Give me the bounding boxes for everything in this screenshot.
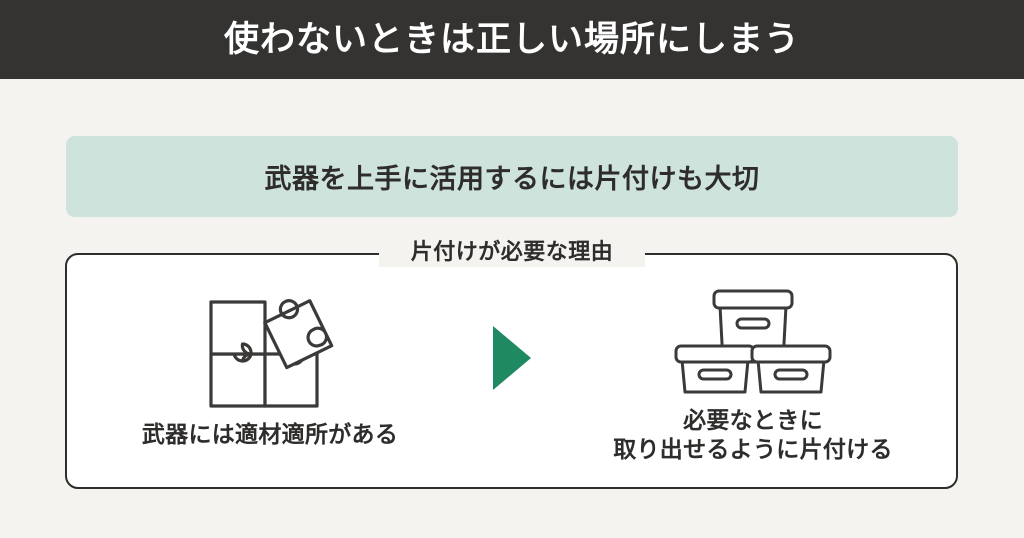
reason-panel-body: 武器には適材適所がある <box>65 253 958 489</box>
subtitle-banner: 武器を上手に活用するには片付けも大切 <box>66 136 958 217</box>
reason-right-caption-line2: 取り出せるように片付ける <box>613 436 893 462</box>
slide-header: 使わないときは正しい場所にしまう <box>0 0 1024 79</box>
subtitle-banner-text: 武器を上手に活用するには片付けも大切 <box>264 164 760 194</box>
puzzle-pieces-icon <box>195 292 345 410</box>
reason-right-caption-line1: 必要なときに <box>683 406 823 433</box>
arrow-right-triangle-icon <box>462 324 562 392</box>
reason-left-caption: 武器には適材適所がある <box>141 421 399 448</box>
reason-right-caption: 必要なときに 取り出せるように片付ける <box>613 406 893 465</box>
storage-boxes-icon <box>673 278 833 396</box>
reason-right-column: 必要なときに 取り出せるように片付ける <box>588 278 918 465</box>
reason-left-column: 武器には適材適所がある <box>105 292 435 449</box>
page-title: 使わないときは正しい場所にしまう <box>223 20 800 59</box>
